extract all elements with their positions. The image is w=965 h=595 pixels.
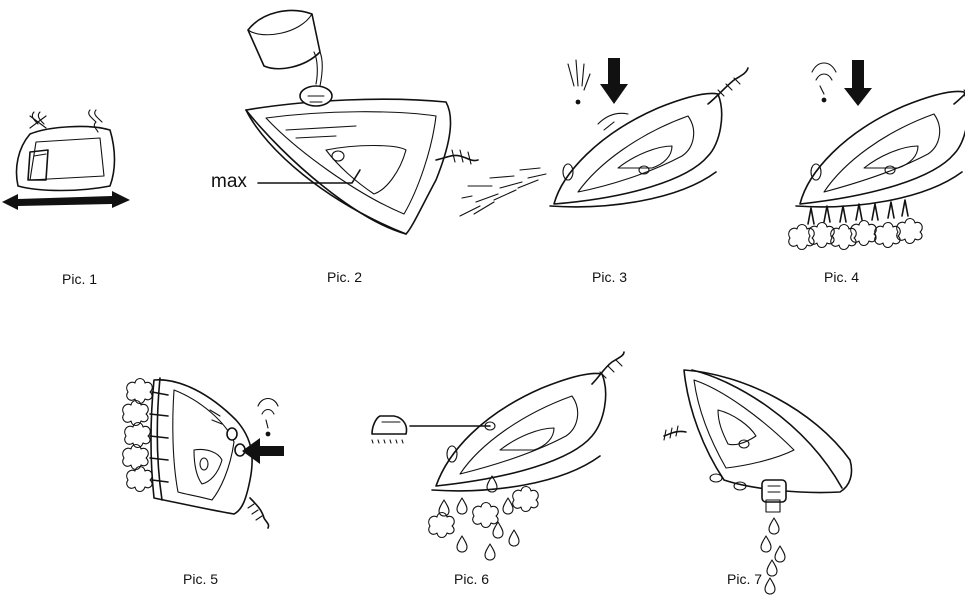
caption-pic2: Pic. 2 [327, 269, 363, 285]
pic5-vertical [122, 377, 284, 529]
press-arrow-icon-3 [242, 438, 284, 464]
max-label: max [211, 171, 247, 192]
press-arrow-icon [600, 58, 628, 104]
press-arrow-icon-2 [844, 60, 872, 106]
steam-burst-icon-2 [257, 397, 279, 437]
self-clean-iron-icon [371, 415, 408, 444]
caption-pic4: Pic. 4 [824, 269, 860, 285]
max-steam-icon [88, 109, 103, 133]
pic1-dial [2, 109, 130, 210]
no-steam-icon [29, 111, 47, 129]
caption-pic6: Pic. 6 [454, 571, 490, 587]
steam-burst-icon [811, 62, 837, 103]
pic2-fill [245, 9, 479, 235]
caption-pic3: Pic. 3 [592, 269, 628, 285]
rotate-double-arrow [2, 191, 130, 210]
spray-mist [459, 167, 547, 217]
pic4-burst [788, 60, 965, 251]
pic6-selfclean [371, 351, 625, 561]
caption-pic1: Pic. 1 [62, 271, 98, 287]
pic7-drain [663, 369, 853, 595]
caption-pic7: Pic. 7 [727, 571, 763, 587]
pic3-spray [459, 58, 749, 217]
measuring-cup [247, 9, 321, 70]
water-drop-spray-icon [567, 59, 591, 105]
caption-pic5: Pic. 5 [183, 571, 219, 587]
